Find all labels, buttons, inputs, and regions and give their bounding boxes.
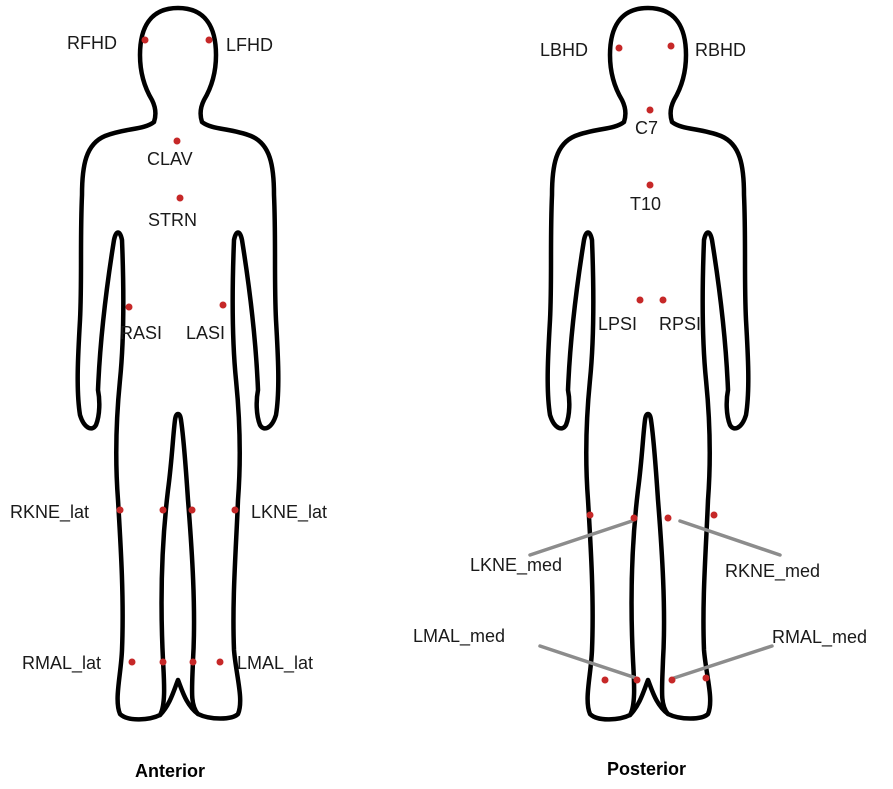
marker-rmal-med — [669, 677, 676, 684]
marker-lpsi — [637, 297, 644, 304]
label-rasi: RASI — [120, 323, 162, 343]
marker-rmal-med-anterior — [160, 659, 167, 666]
anterior-body-outline — [78, 8, 279, 719]
marker-lmal-med — [634, 677, 641, 684]
marker-c7 — [647, 107, 654, 114]
label-lmal-lat: LMAL_lat — [237, 653, 313, 674]
posterior-figure — [548, 8, 749, 719]
posterior-body-outline — [548, 8, 749, 719]
label-rkne-lat: RKNE_lat — [10, 502, 89, 523]
label-lpsi: LPSI — [598, 314, 637, 334]
label-t10: T10 — [630, 194, 661, 214]
marker-rasi — [126, 304, 133, 311]
marker-lbhd — [616, 45, 623, 52]
marker-lkne-med-anterior — [189, 507, 196, 514]
marker-rfhd — [142, 37, 149, 44]
label-lkne-lat: LKNE_lat — [251, 502, 327, 523]
label-lbhd: LBHD — [540, 40, 588, 60]
label-rpsi: RPSI — [659, 314, 701, 334]
label-rmal-lat: RMAL_lat — [22, 653, 101, 674]
label-rfhd: RFHD — [67, 33, 117, 53]
marker-rkne-med-anterior — [160, 507, 167, 514]
marker-lfhd — [206, 37, 213, 44]
marker-rpsi — [660, 297, 667, 304]
marker-lmal-lat-posterior — [602, 677, 609, 684]
marker-lkne-lat-posterior — [587, 512, 594, 519]
label-strn: STRN — [148, 210, 197, 230]
marker-strn — [177, 195, 184, 202]
marker-lasi — [220, 302, 227, 309]
label-lkne-med: LKNE_med — [470, 555, 562, 576]
label-c7: C7 — [635, 118, 658, 138]
marker-lkne-lat — [232, 507, 239, 514]
label-lasi: LASI — [186, 323, 225, 343]
marker-rkne-lat-posterior — [711, 512, 718, 519]
marker-rbhd — [668, 43, 675, 50]
marker-lmal-med-anterior — [190, 659, 197, 666]
marker-rkne-med — [665, 515, 672, 522]
marker-lkne-med — [631, 515, 638, 522]
label-rmal-med: RMAL_med — [772, 627, 867, 648]
anterior-figure — [78, 8, 279, 719]
label-clav: CLAV — [147, 149, 193, 169]
posterior-leader-lines — [530, 521, 780, 678]
label-rkne-med: RKNE_med — [725, 561, 820, 582]
marker-rmal-lat — [129, 659, 136, 666]
marker-clav — [174, 138, 181, 145]
label-lmal-med: LMAL_med — [413, 626, 505, 647]
marker-rmal-lat-posterior — [703, 675, 710, 682]
label-lfhd: LFHD — [226, 35, 273, 55]
marker-t10 — [647, 182, 654, 189]
marker-rkne-lat — [117, 507, 124, 514]
label-rbhd: RBHD — [695, 40, 746, 60]
posterior-caption: Posterior — [607, 759, 686, 779]
anterior-caption: Anterior — [135, 761, 205, 781]
marker-lmal-lat — [217, 659, 224, 666]
